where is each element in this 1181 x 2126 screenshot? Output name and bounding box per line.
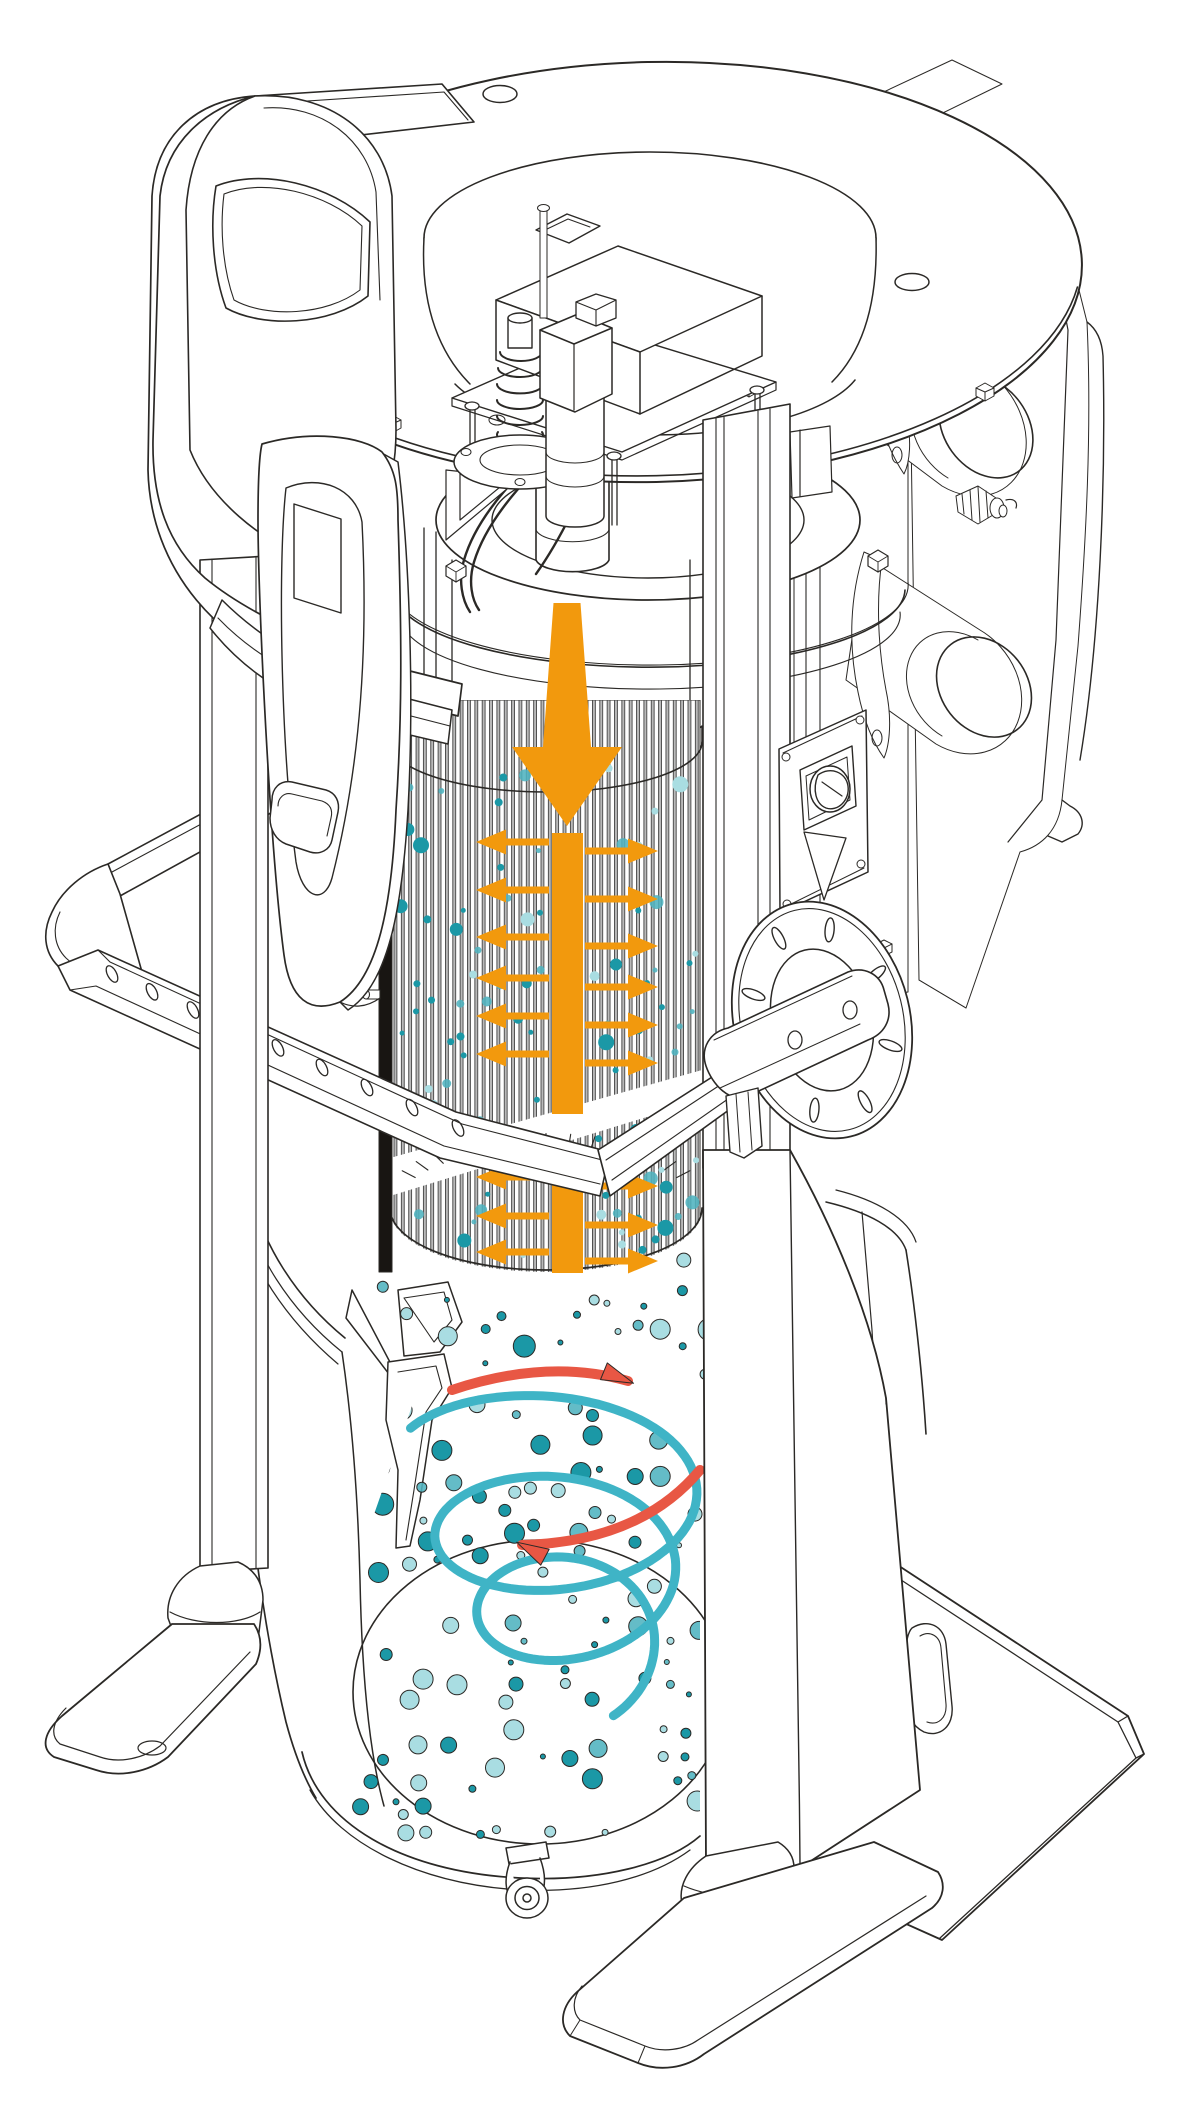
rotation-arrows — [447, 1362, 705, 1566]
cable-gland — [955, 485, 1018, 525]
filter-shaker-assembly — [451, 204, 777, 528]
pod-display — [293, 503, 342, 614]
switch-bracket-tail — [803, 831, 847, 901]
shaker-spring — [496, 312, 544, 459]
filter-clamp-ring — [391, 581, 909, 690]
left-column — [199, 555, 269, 1573]
filter-cartridge — [361, 700, 703, 1273]
top-plate-bolt-holes — [482, 84, 930, 292]
down-shaft — [552, 833, 583, 1114]
pod-grip-slot — [269, 780, 340, 854]
right-column-leg — [562, 403, 944, 2069]
silencer-lower — [845, 555, 1033, 755]
clamp-bolts — [445, 549, 889, 583]
flange-foot — [725, 1087, 763, 1159]
airflow-arrows — [476, 603, 658, 1274]
caster-wheel — [505, 1841, 550, 1919]
power-switch — [778, 709, 869, 914]
drum-cut-edge — [341, 1351, 385, 1807]
cyclone-spiral — [406, 1391, 702, 1721]
filter-bottom-rim — [389, 1207, 703, 1271]
shaker-rod — [537, 204, 550, 319]
right-foot — [562, 1841, 944, 2069]
switch-knob — [809, 765, 851, 813]
top-plate-center-tab — [535, 213, 601, 244]
pod-inner-line — [280, 481, 365, 896]
shaker-gearmotor — [539, 293, 617, 528]
inlet-flange — [703, 900, 914, 1159]
right-leg — [702, 1149, 921, 1869]
control-pod — [257, 435, 412, 1011]
main-down-arrow — [512, 603, 622, 826]
tower-handle-hole — [212, 177, 371, 322]
left-column-leg — [44, 555, 269, 1775]
left-foot — [44, 1623, 262, 1775]
silencer-strap-lower — [851, 551, 891, 759]
